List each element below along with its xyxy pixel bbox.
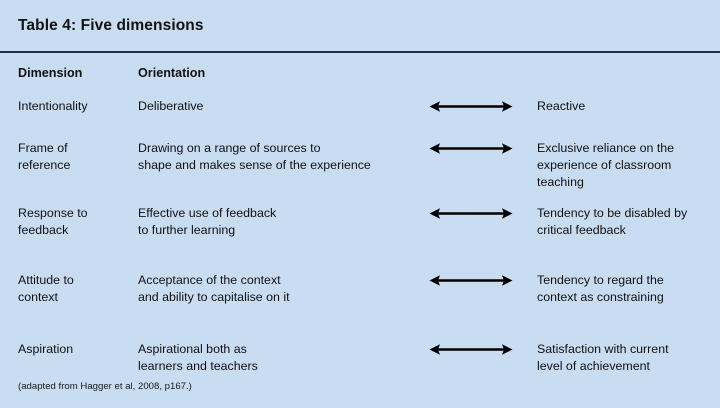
row-dimension-label-line: Frame of — [18, 141, 68, 155]
row-orientation-right: Reactive — [537, 98, 717, 115]
row-dimension-label: Frame of reference — [18, 140, 133, 174]
double-headed-arrow-icon — [429, 341, 513, 358]
row-orientation-right-line: Exclusive reliance on the — [537, 141, 675, 155]
row-orientation-right-line: teaching — [537, 175, 584, 189]
row-orientation-right: Satisfaction with current level of achiev… — [537, 341, 717, 375]
title-divider — [0, 51, 720, 53]
row-orientation-left-line: shape and makes sense of the experience — [138, 158, 371, 172]
row-orientation-right: Tendency to be disabled by critical feedb… — [537, 205, 717, 239]
row-orientation-right-line: level of achievement — [537, 359, 650, 373]
double-headed-arrow-icon — [429, 205, 513, 222]
row-orientation-left-line: and ability to capitalise on it — [138, 290, 290, 304]
row-dimension-label: Response to feedback — [18, 205, 133, 239]
row-orientation-right-line: Reactive — [537, 99, 586, 113]
row-orientation-right-line: Tendency to regard the — [537, 273, 664, 287]
row-orientation-right: Exclusive reliance on the experience of c… — [537, 140, 717, 191]
double-headed-arrow-icon — [429, 98, 513, 115]
page-title: Table 4: Five dimensions — [18, 17, 204, 34]
row-dimension-label-line: Attitude to — [18, 273, 74, 287]
row-dimension-label-line: reference — [18, 158, 71, 172]
row-dimension-label: Attitude to context — [18, 272, 133, 306]
row-orientation-left-line: to further learning — [138, 223, 236, 237]
row-orientation-right-line: critical feedback — [537, 223, 626, 237]
column-header-orientation: Orientation — [138, 66, 206, 80]
row-orientation-left-line: Acceptance of the context — [138, 273, 281, 287]
row-dimension-label-line: Aspiration — [18, 342, 74, 356]
row-orientation-left-line: Drawing on a range of sources to — [138, 141, 321, 155]
row-orientation-right-line: Satisfaction with current — [537, 342, 669, 356]
row-orientation-right-line: experience of classroom — [537, 158, 672, 172]
row-dimension-label-line: context — [18, 290, 58, 304]
row-orientation-left: Deliberative — [138, 98, 423, 115]
row-dimension-label: Intentionality — [18, 98, 133, 115]
row-orientation-left-line: Effective use of feedback — [138, 206, 277, 220]
row-dimension-label-line: Intentionality — [18, 99, 88, 113]
row-orientation-right: Tendency to regard the context as constra… — [537, 272, 717, 306]
row-orientation-right-line: context as constraining — [537, 290, 664, 304]
column-header-row: Dimension Orientation — [0, 66, 720, 84]
figure-source-note: (adapted from Hagger et al, 2008, p167.) — [18, 381, 192, 392]
row-orientation-left-line: learners and teachers — [138, 359, 258, 373]
column-header-dimension: Dimension — [18, 66, 83, 80]
row-dimension-label-line: Response to — [18, 206, 88, 220]
row-orientation-left-line: Deliberative — [138, 99, 204, 113]
double-headed-arrow-icon — [429, 140, 513, 157]
row-dimension-label-line: feedback — [18, 223, 69, 237]
row-dimension-label: Aspiration — [18, 341, 133, 358]
row-orientation-left: Effective use of feedback to further lear… — [138, 205, 423, 239]
row-orientation-right-line: Tendency to be disabled by — [537, 206, 688, 220]
double-headed-arrow-icon — [429, 272, 513, 289]
row-orientation-left: Drawing on a range of sources to shape an… — [138, 140, 423, 174]
row-orientation-left-line: Aspirational both as — [138, 342, 247, 356]
row-orientation-left: Aspirational both as learners and teacher… — [138, 341, 423, 375]
row-orientation-left: Acceptance of the context and ability to … — [138, 272, 423, 306]
